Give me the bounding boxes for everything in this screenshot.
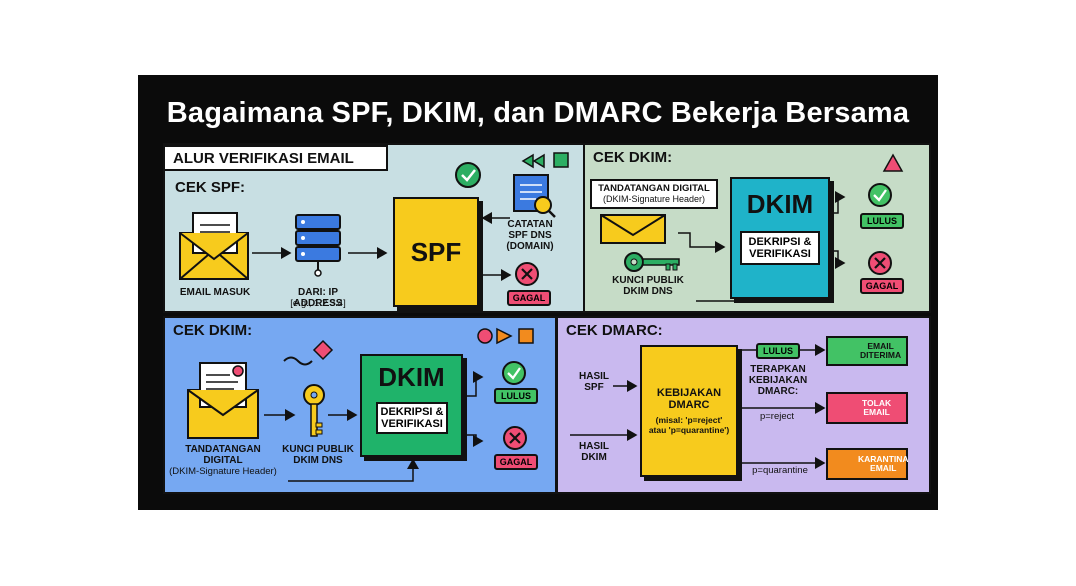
dkim-bottom-heading: CEK DKIM: — [173, 322, 253, 339]
reject-label: p=reject — [759, 411, 795, 422]
in-spf-1: HASIL — [579, 371, 609, 382]
infographic: Bagaimana SPF, DKIM, dan DMARC Bekerja B… — [138, 75, 938, 510]
dkim-bottom-box-title: DKIM — [378, 362, 445, 392]
dkim-bottom-pass-badge: LULUS — [494, 388, 538, 404]
out-accepted: EMAIL DITERIMA — [826, 336, 908, 366]
spf-box: SPF — [393, 197, 479, 307]
dkim-top-verify-box: DEKRIPSI & VERIFIKASI — [740, 231, 820, 265]
out-rejected-2: EMAIL — [863, 407, 890, 417]
dkim-bottom-fail-badge: GAGAL — [494, 454, 538, 470]
sig-label-1: TANDATANGAN DIGITAL — [598, 183, 710, 194]
apply-3: DMARC: — [757, 386, 799, 397]
policy-2: DMARC — [668, 399, 710, 411]
server-ip-label: [e.g., 1.2.3.4] — [290, 298, 346, 309]
dns-label-2: SPF DNS — [508, 230, 552, 241]
spf-heading: CEK SPF: — [175, 179, 246, 196]
sig2-label-1: TANDATANGAN — [185, 444, 261, 455]
email-label: EMAIL MASUK — [179, 287, 251, 298]
verify2-line-2: VERIFIKASI — [381, 418, 443, 430]
server-label: DARI: IP ADDRESS — [293, 287, 343, 309]
dkim-top-box: DKIM DEKRIPSI & VERIFIKASI — [730, 177, 830, 299]
dkim-top-sig-box: TANDATANGAN DIGITAL (DKIM-Signature Head… — [590, 179, 718, 209]
dkim-top-box-title: DKIM — [746, 189, 814, 219]
dkim-top-pass-badge: LULUS — [860, 213, 904, 229]
key-label-2: DKIM DNS — [623, 286, 673, 297]
sig-label-2: (DKIM-Signature Header) — [602, 194, 706, 204]
dkim-top-heading: CEK DKIM: — [593, 149, 673, 166]
out-accepted-1: EMAIL — [867, 341, 894, 351]
verify-line-1: DEKRIPSI & — [748, 236, 812, 248]
key2-label-1: KUNCI PUBLIK — [282, 444, 354, 455]
flow-label-box: ALUR VERIFIKASI EMAIL — [163, 145, 388, 171]
in-dkim-2: DKIM — [581, 452, 607, 463]
page-title: Bagaimana SPF, DKIM, dan DMARC Bekerja B… — [166, 97, 910, 129]
dkim-bottom-verify-box: DEKRIPSI & VERIFIKASI — [376, 402, 448, 434]
dmarc-heading: CEK DMARC: — [566, 322, 663, 339]
key-label-1: KUNCI PUBLIK — [612, 275, 684, 286]
verify-line-2: VERIFIKASI — [749, 248, 811, 260]
dmarc-policy-box: KEBIJAKAN DMARC (misal: 'p=reject' atau … — [640, 345, 738, 477]
apply-1: TERAPKAN — [750, 364, 806, 375]
policy-1: KEBIJAKAN — [656, 387, 722, 399]
dmarc-pass-badge: LULUS — [756, 343, 800, 359]
dkim-top-fail-badge: GAGAL — [860, 278, 904, 294]
flow-label: ALUR VERIFIKASI EMAIL — [173, 150, 354, 167]
dns-label-1: CATATAN — [507, 219, 553, 230]
out-quarantine-2: EMAIL — [870, 463, 897, 473]
verify2-line-1: DEKRIPSI & — [380, 406, 444, 418]
key2-label-2: DKIM DNS — [293, 455, 343, 466]
out-accepted-2: DITERIMA — [860, 350, 902, 360]
out-quarantine: KARANTINA EMAIL — [826, 448, 909, 480]
policy-4: atau 'p=quarantine') — [648, 425, 730, 435]
policy-3: (misal: 'p=reject' — [655, 415, 723, 425]
dkim-bottom-box: DKIM DEKRIPSI & VERIFIKASI — [360, 354, 463, 457]
out-rejected-1: TOLAK — [862, 398, 892, 408]
quarantine-label: p=quarantine — [752, 465, 808, 476]
dns-label-3: (DOMAIN) — [506, 241, 554, 252]
out-rejected: TOLAK EMAIL — [826, 392, 908, 424]
spf-fail-badge: GAGAL — [507, 290, 551, 306]
in-dkim-1: HASIL — [579, 441, 609, 452]
sig2-label-3: (DKIM-Signature Header) — [169, 466, 277, 477]
out-quarantine-1: KARANTINA — [858, 454, 909, 464]
sig2-label-2: DIGITAL — [203, 455, 243, 466]
in-spf-2: SPF — [584, 382, 604, 393]
apply-2: KEBIJAKAN — [748, 375, 808, 386]
